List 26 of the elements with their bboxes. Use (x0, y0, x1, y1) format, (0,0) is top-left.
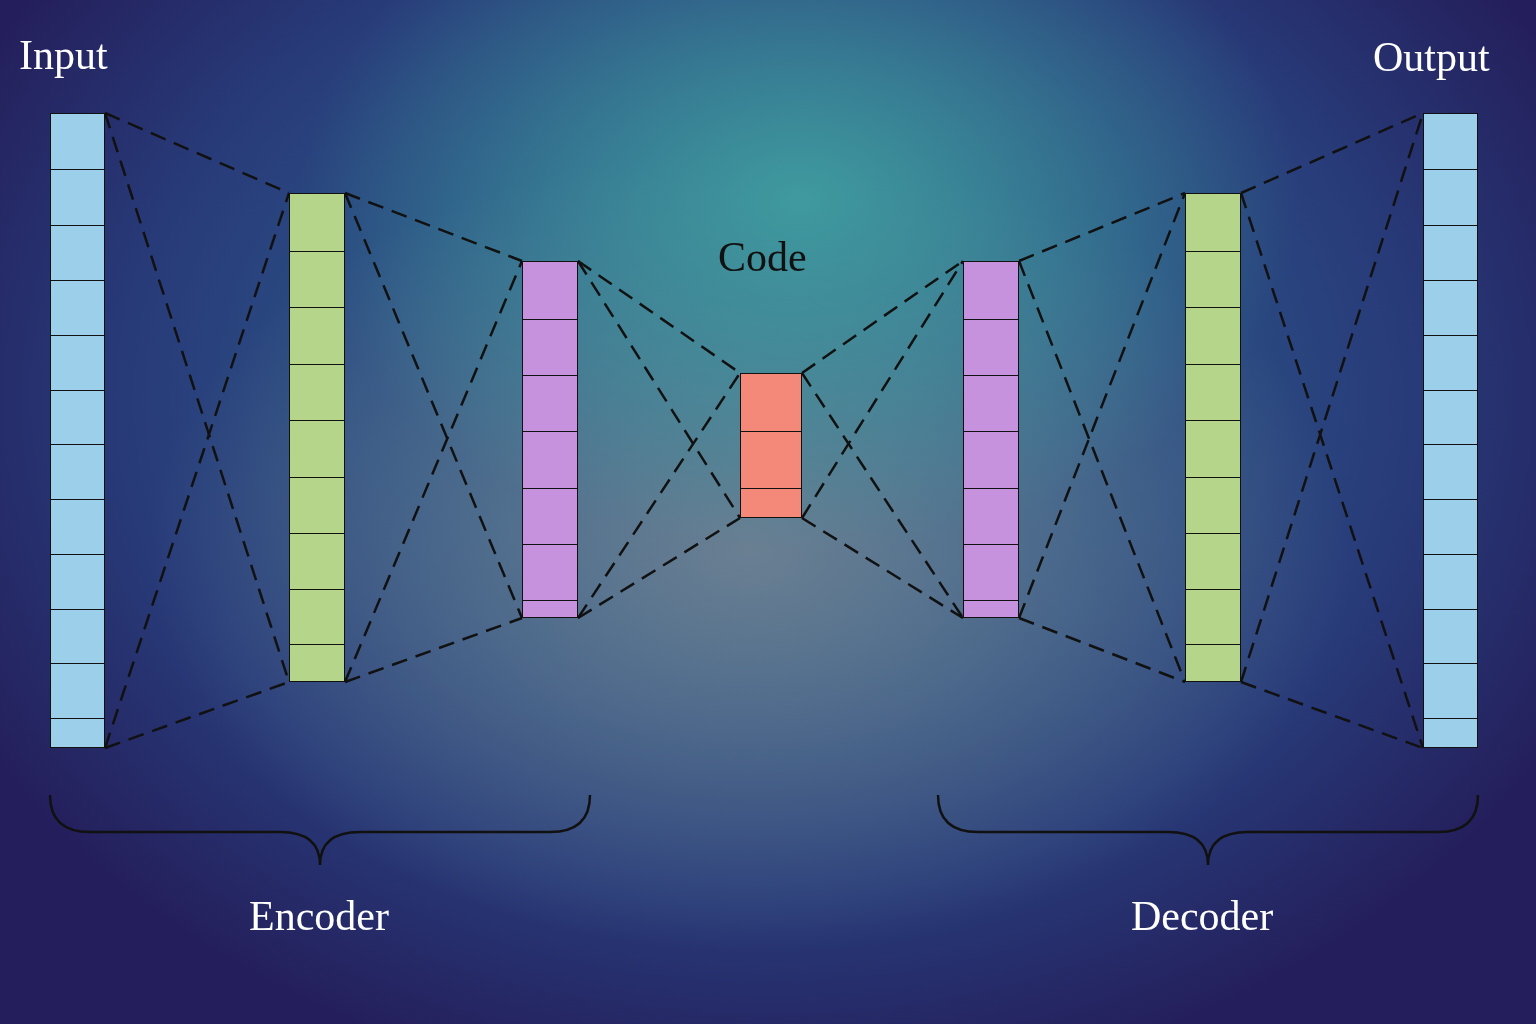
connector-line (577, 516, 741, 620)
connector-line (343, 192, 524, 619)
connector-line (576, 372, 742, 619)
connector-line (576, 260, 742, 519)
connector-line (1018, 191, 1186, 263)
layer-label: Code (718, 236, 807, 278)
layer-bar (963, 261, 1019, 618)
section-label: Encoder (249, 895, 389, 937)
connector-line (800, 372, 965, 619)
section-label: Decoder (1131, 895, 1274, 937)
connector-line (344, 616, 523, 684)
connector-line (1239, 192, 1425, 749)
layer-label: Output (1373, 36, 1490, 78)
layer-label: Input (19, 34, 108, 76)
connector-line (800, 260, 965, 519)
layer-bar (522, 261, 578, 618)
connector-line (103, 192, 291, 749)
connector-line (1240, 680, 1424, 750)
connector-line (344, 191, 523, 263)
connector-line (1017, 192, 1187, 619)
layer-bar (289, 193, 345, 682)
connector-line (343, 260, 524, 683)
connector-line (801, 516, 964, 620)
connector-line (1017, 260, 1187, 683)
layer-bar (1185, 193, 1241, 682)
connector-line (1018, 616, 1186, 684)
